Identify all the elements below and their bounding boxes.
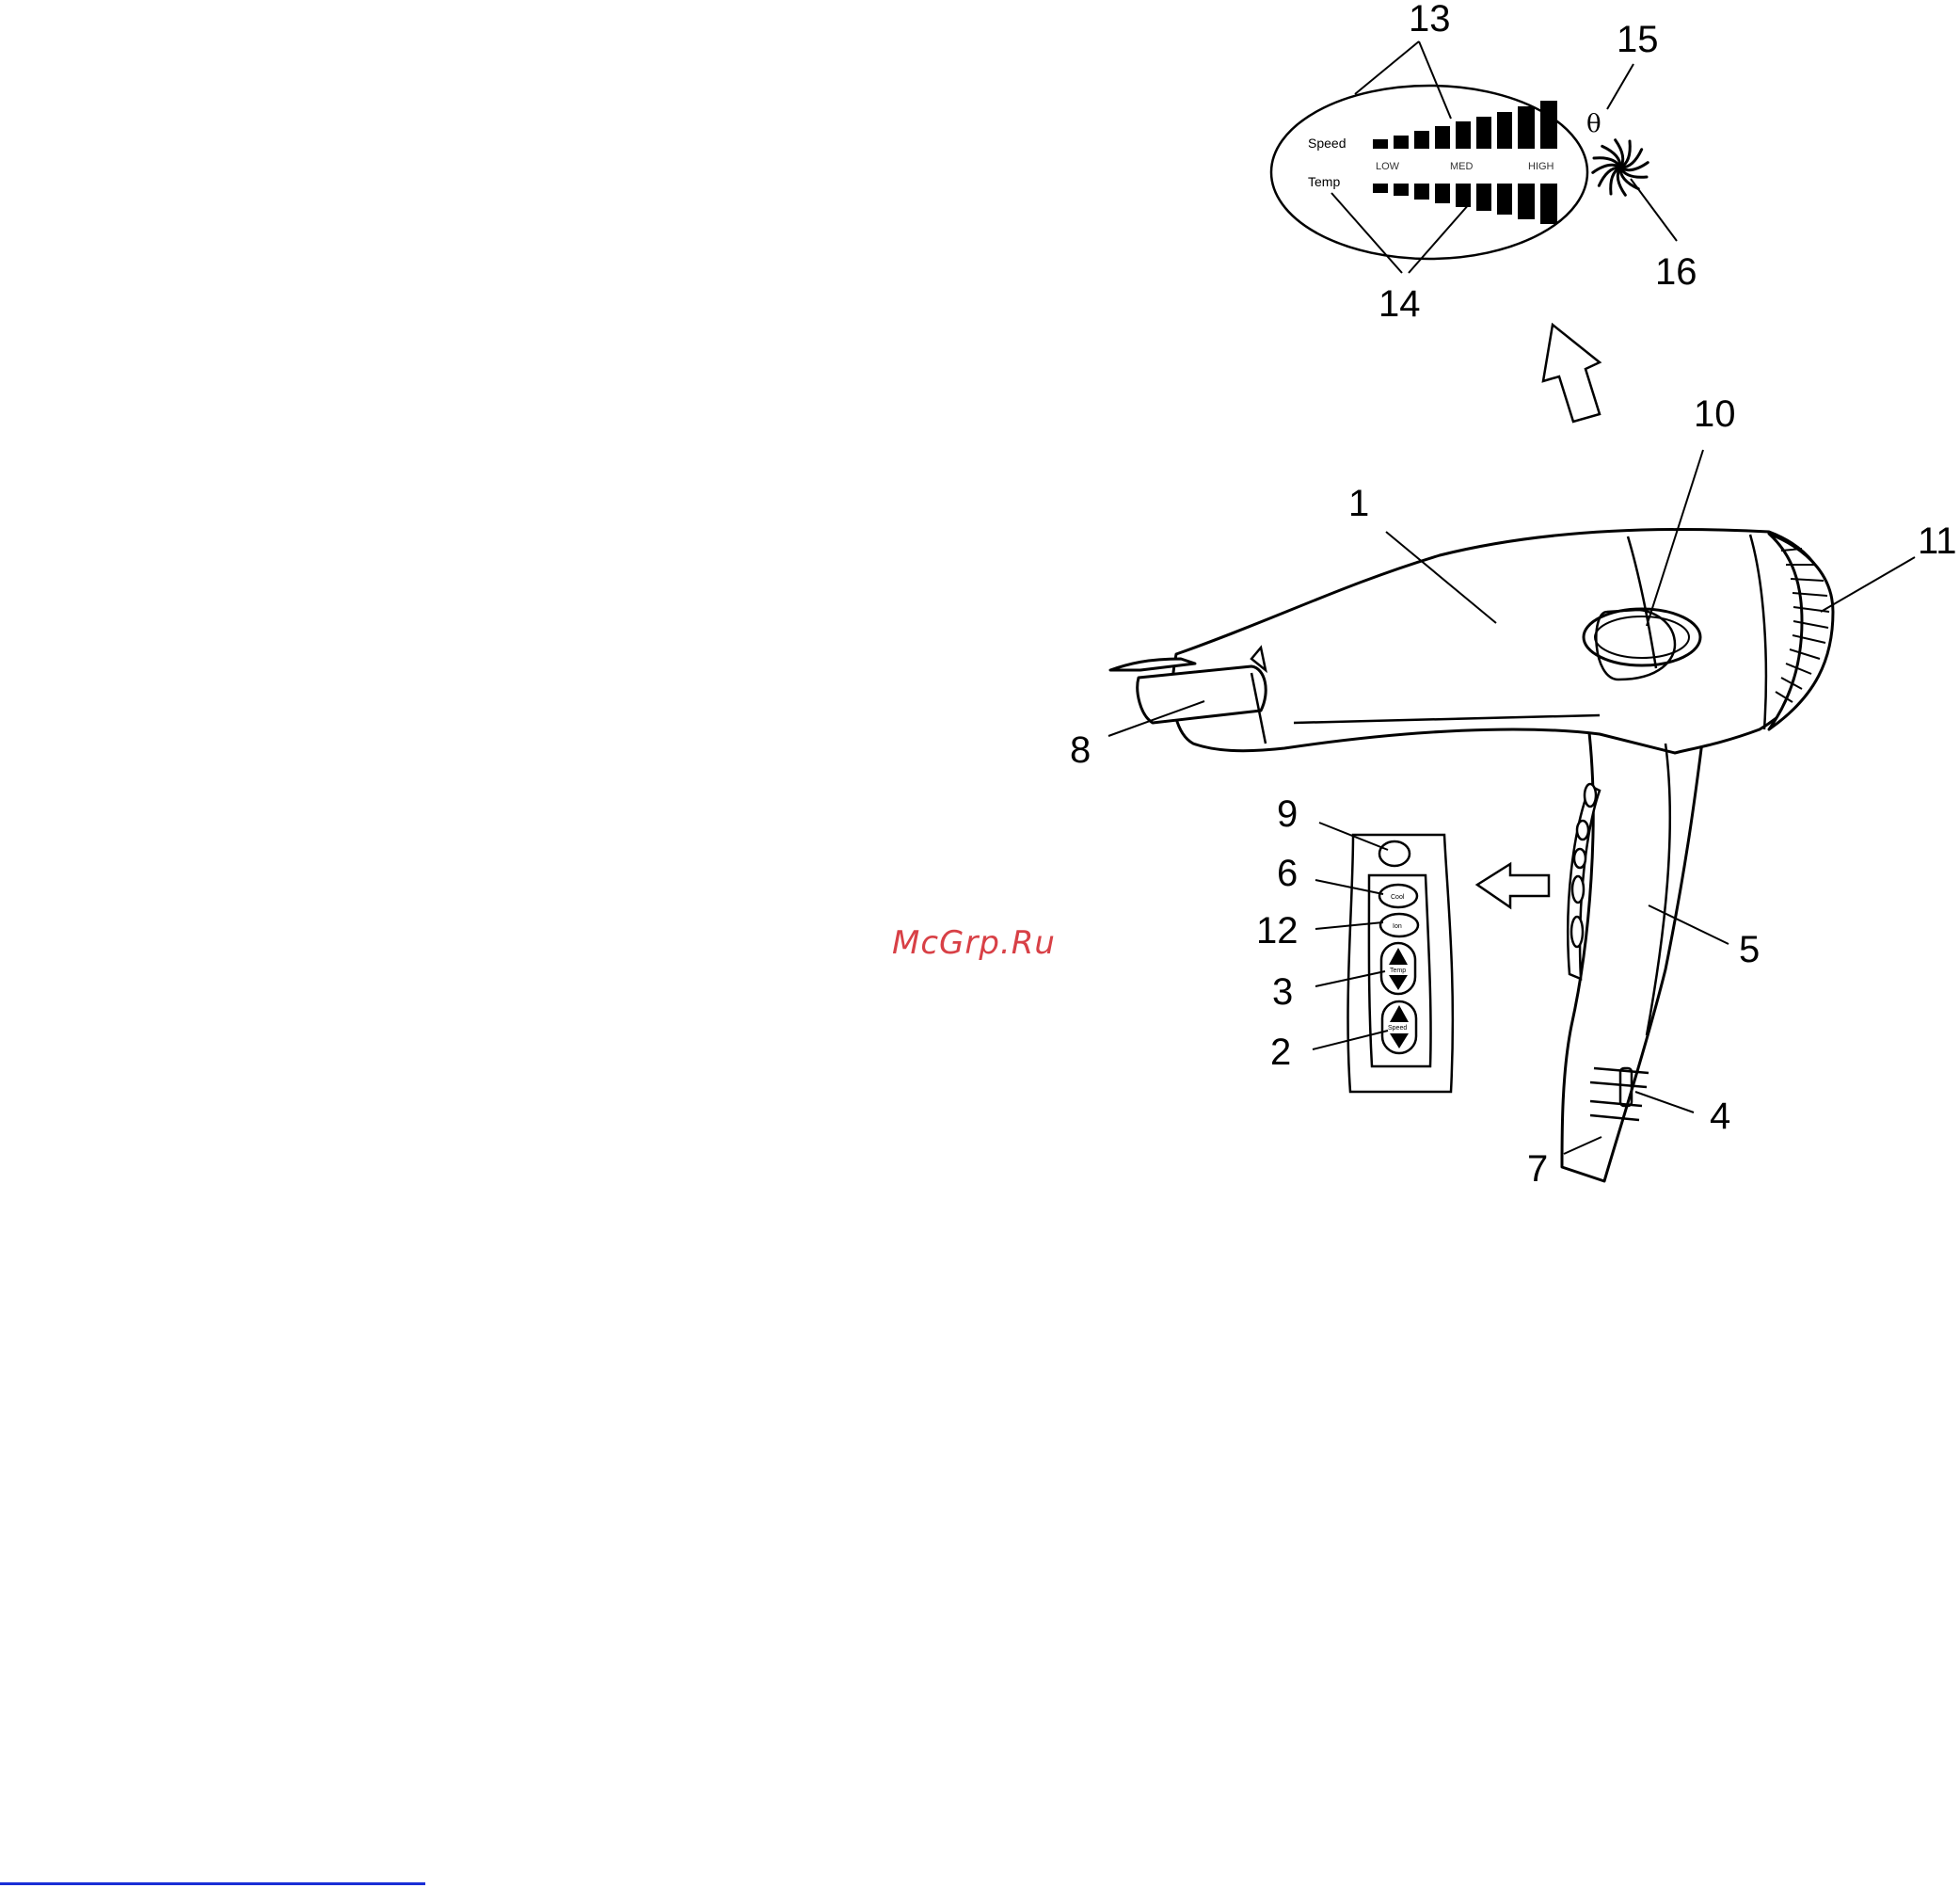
callout-9: 9 <box>1277 793 1298 835</box>
up-arrow-icon <box>1543 325 1600 422</box>
speed-bar-2 <box>1394 136 1409 149</box>
scale-med: MED <box>1450 161 1474 172</box>
temp-bar-4 <box>1435 184 1450 203</box>
callout-2: 2 <box>1270 1032 1291 1073</box>
callout-4: 4 <box>1710 1096 1730 1137</box>
ion-button-label: Ion <box>1393 923 1402 930</box>
callout-12: 12 <box>1256 910 1299 952</box>
temp-bar-9 <box>1540 184 1557 224</box>
speed-bar-3 <box>1414 131 1429 149</box>
speed-bar-6 <box>1476 117 1491 149</box>
callout-3: 3 <box>1272 971 1293 1013</box>
dryer-body <box>1172 530 1830 753</box>
speed-bar-4 <box>1435 126 1450 149</box>
power-button[interactable] <box>1379 841 1410 866</box>
speed-bar-9 <box>1540 101 1557 149</box>
display-leader-lines <box>1331 41 1677 273</box>
speed-bar-8 <box>1518 106 1535 149</box>
speed-button-label: Speed <box>1388 1025 1407 1032</box>
speed-bar-1 <box>1373 139 1388 149</box>
callout-1: 1 <box>1348 483 1369 524</box>
hair-dryer <box>1110 530 1833 1181</box>
temp-button-label: Temp <box>1390 968 1406 974</box>
callout-8: 8 <box>1070 729 1091 771</box>
callout-15: 15 <box>1617 19 1659 60</box>
dryer-handle <box>1562 725 1703 1181</box>
left-arrow-icon <box>1477 864 1549 907</box>
callout-6: 6 <box>1277 853 1298 894</box>
speed-label: Speed <box>1308 136 1346 151</box>
temp-bar-3 <box>1414 184 1429 200</box>
temp-bar-8 <box>1518 184 1535 219</box>
callout-10: 10 <box>1694 393 1736 435</box>
callout-14: 14 <box>1378 283 1421 325</box>
cool-button-label: Cool <box>1391 894 1405 901</box>
scale-high: HIGH <box>1528 161 1554 172</box>
footnote-rule <box>0 1882 425 1885</box>
speed-bar-7 <box>1497 112 1512 149</box>
scale-low: LOW <box>1376 161 1400 172</box>
callout-7: 7 <box>1527 1148 1548 1190</box>
temp-bar-1 <box>1373 184 1388 193</box>
callout-11: 11 <box>1918 520 1957 562</box>
temp-bar-2 <box>1394 184 1409 196</box>
speed-bars <box>1373 101 1557 149</box>
temp-bar-6 <box>1476 184 1491 211</box>
watermark: McGrp.Ru <box>892 924 1056 962</box>
temp-bar-7 <box>1497 184 1512 215</box>
temp-label: Temp <box>1308 174 1340 189</box>
speed-bar-5 <box>1456 121 1471 149</box>
temp-bars <box>1373 184 1557 224</box>
lcd-display: Speed Temp LOW MED HIGH <box>1271 86 1648 259</box>
callout-16: 16 <box>1655 251 1697 293</box>
callout-5: 5 <box>1739 929 1760 970</box>
callout-13: 13 <box>1409 0 1451 40</box>
lcd-outline <box>1271 86 1587 259</box>
lock-symbol: θ <box>1586 110 1601 138</box>
fan-icon <box>1593 140 1649 196</box>
